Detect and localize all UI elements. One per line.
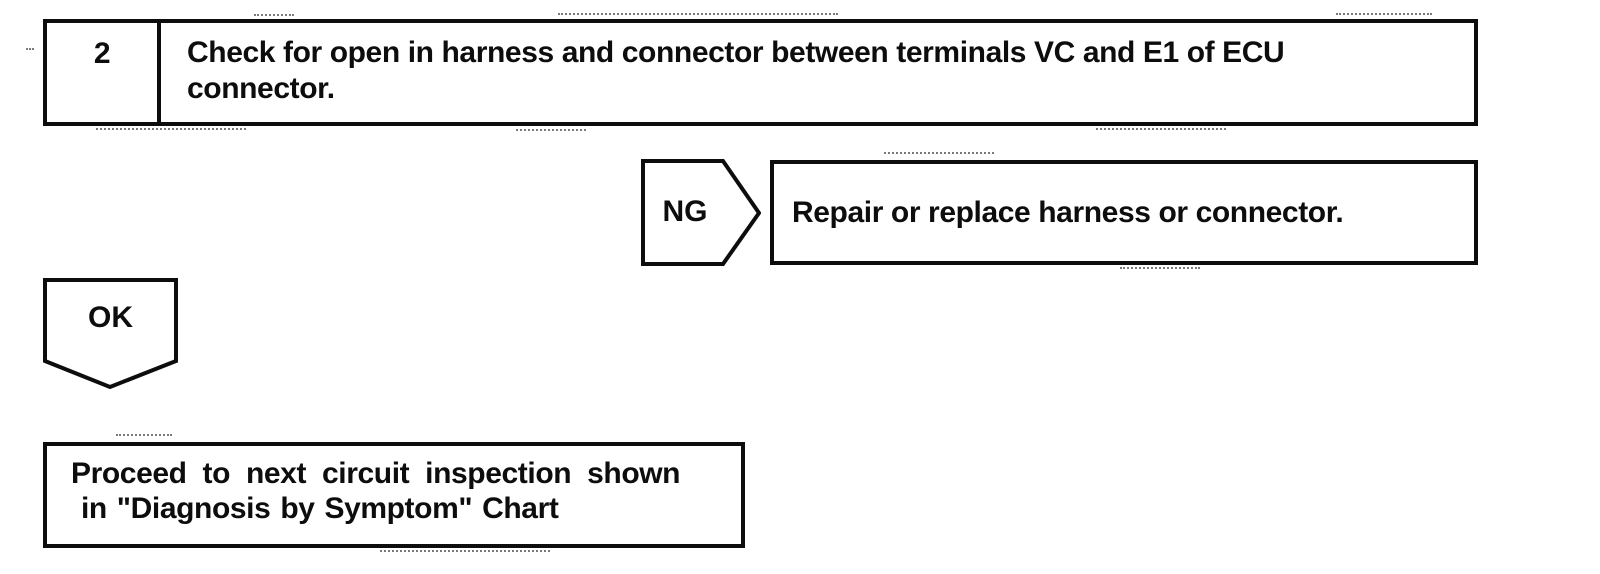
ng-label: NG	[662, 195, 708, 228]
scan-artifact	[1336, 13, 1432, 15]
scan-artifact	[96, 128, 246, 130]
ng-result-text: Repair or replace harness or connector.	[792, 195, 1344, 229]
ok-label: OK	[88, 301, 133, 334]
scan-artifact	[558, 13, 838, 15]
ok-result-box: Proceed to next circuit inspection shown…	[43, 442, 745, 548]
scan-artifact	[516, 129, 586, 131]
ng-result-box: Repair or replace harness or connector.	[770, 160, 1478, 265]
scan-artifact	[1096, 128, 1226, 130]
ok-result-line1: Proceed to next circuit inspection shown	[71, 457, 681, 490]
scan-artifact	[254, 14, 294, 16]
ok-result-line2: in "Diagnosis by Symptom" Chart	[81, 492, 559, 525]
scan-artifact	[26, 48, 34, 50]
scan-artifact	[380, 550, 550, 552]
scan-artifact	[884, 152, 994, 154]
step-instruction-line2: connector.	[187, 72, 335, 105]
step-instruction-line1: Check for open in harness and connector …	[187, 36, 1285, 69]
ok-arrow-pentagon-icon	[43, 278, 178, 390]
scan-artifact	[116, 434, 172, 436]
step-instruction: Check for open in harness and connector …	[161, 23, 1474, 122]
ng-arrow-pentagon-icon	[641, 159, 761, 266]
scan-artifact	[1120, 267, 1200, 269]
step-box: 2 Check for open in harness and connecto…	[43, 19, 1478, 126]
step-number: 2	[47, 23, 161, 122]
